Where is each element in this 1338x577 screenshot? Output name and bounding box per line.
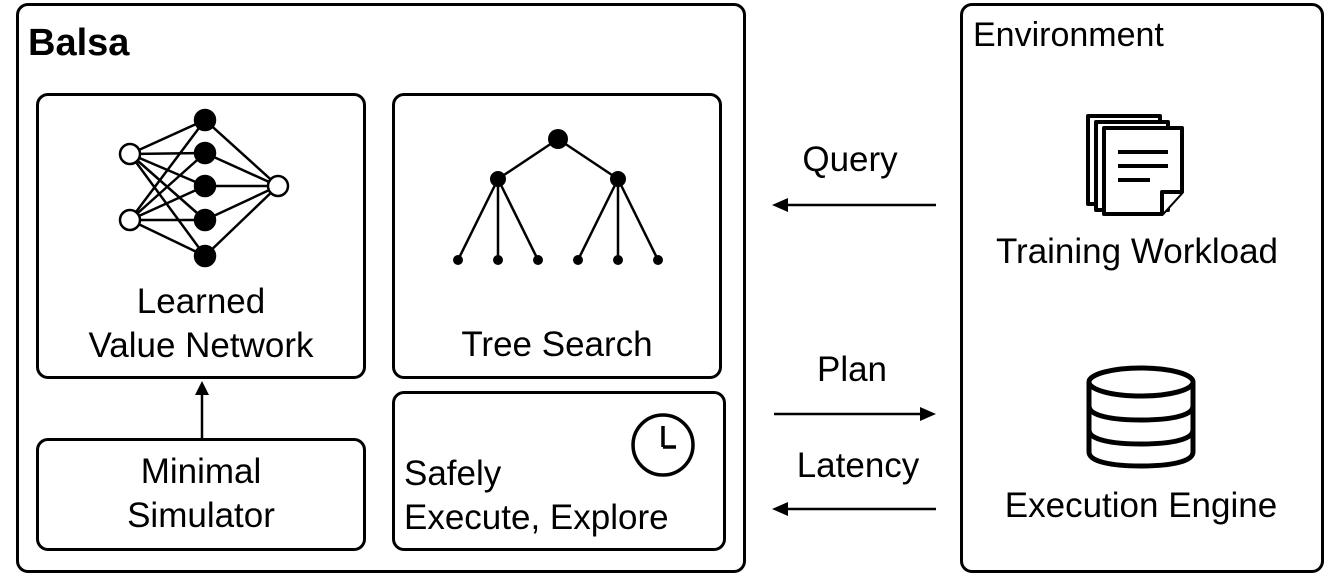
environment-title: Environment — [973, 16, 1164, 54]
latency-arrow — [772, 502, 936, 516]
database-icon — [1086, 365, 1196, 469]
tree-search-label: Tree Search — [461, 325, 653, 364]
latency-label: Latency — [796, 446, 920, 485]
plan-arrow — [774, 407, 936, 421]
environment-container — [960, 3, 1324, 573]
simulator-to-network-arrow — [195, 381, 209, 439]
simulator-label: Minimal Simulator — [127, 452, 275, 535]
tree-icon — [453, 129, 663, 265]
simulator-box — [36, 438, 366, 551]
documents-icon — [1086, 114, 1184, 216]
query-label: Query — [802, 140, 898, 179]
training-workload-label: Training Workload — [995, 232, 1279, 271]
value-network-label: Learned Value Network — [88, 282, 314, 365]
clock-icon — [631, 413, 695, 477]
safe-execute-label: Safely Execute, Explore — [404, 454, 669, 537]
safe-execute-box — [392, 391, 726, 551]
neural-network-icon — [118, 108, 290, 268]
plan-label: Plan — [816, 350, 888, 389]
execution-engine-label: Execution Engine — [1004, 486, 1278, 525]
value-network-box — [36, 93, 366, 379]
query-arrow — [772, 198, 936, 212]
balsa-title: Balsa — [28, 22, 130, 64]
